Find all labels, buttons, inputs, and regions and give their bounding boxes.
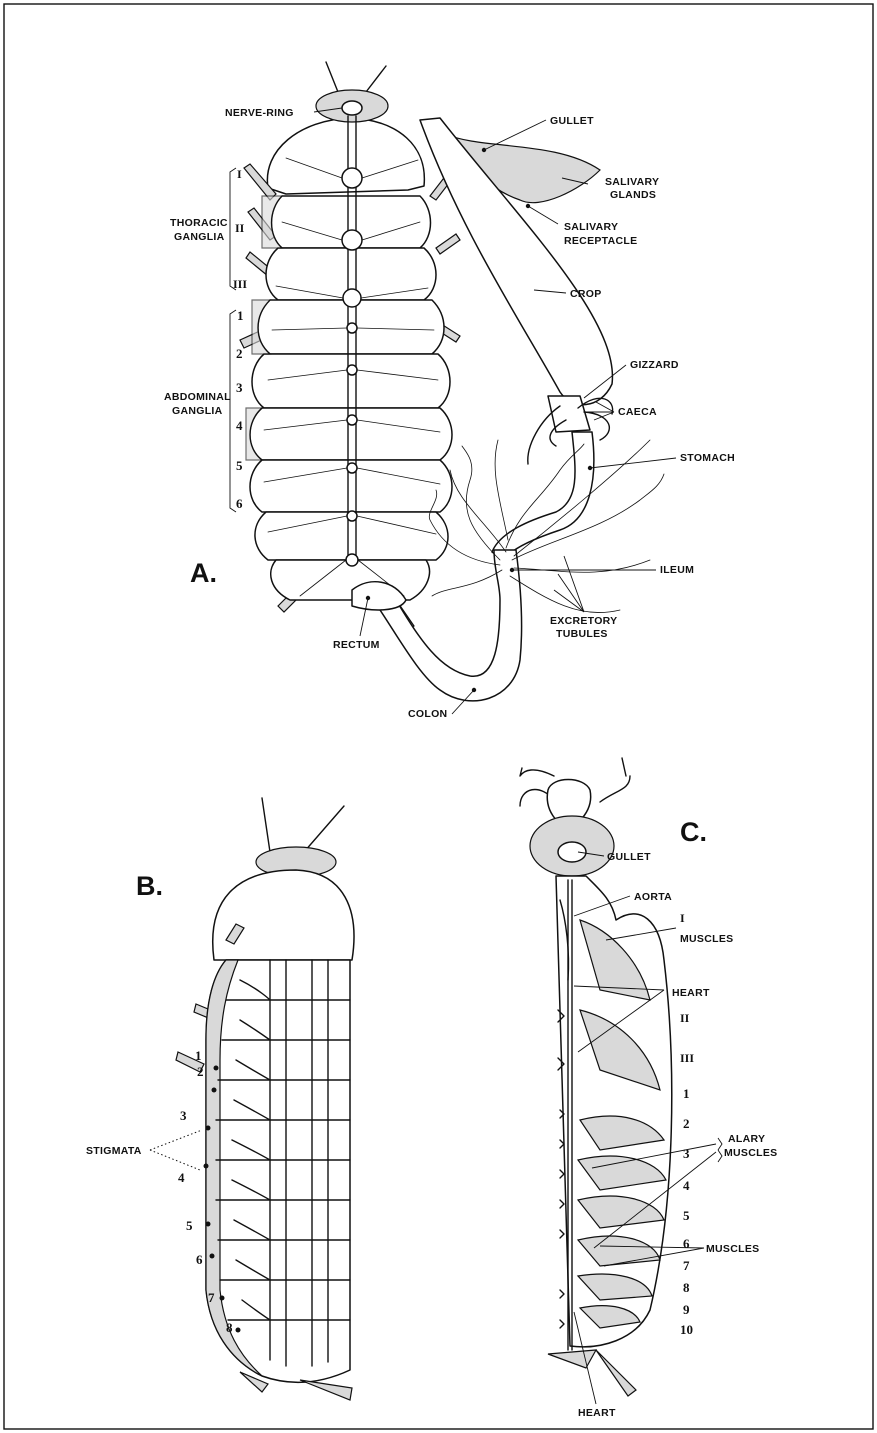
stigma-number-3: 3 xyxy=(180,1108,187,1123)
label-heart-bottom: HEART xyxy=(578,1407,616,1419)
stigma-number-7: 7 xyxy=(208,1290,215,1305)
stigma-number-2: 2 xyxy=(197,1064,204,1079)
segment-c-10: 10 xyxy=(680,1322,693,1337)
segment-c-4: 4 xyxy=(683,1178,690,1193)
label-salivary-receptacle-2: RECEPTACLE xyxy=(564,235,637,247)
segment-c-5: 5 xyxy=(683,1208,690,1223)
label-aorta: AORTA xyxy=(634,891,672,903)
segment-c-8: 8 xyxy=(683,1280,690,1295)
abdominal-number-3: 3 xyxy=(236,380,243,395)
label-salivary-glands-2: GLANDS xyxy=(610,189,656,201)
stigmata-leaders xyxy=(150,1130,202,1170)
label-muscles-upper: MUSCLES xyxy=(680,933,733,945)
label-salivary-receptacle-1: SALIVARY xyxy=(564,221,618,233)
abdominal-number-6: 6 xyxy=(236,496,243,511)
abdominal-number-1: 1 xyxy=(237,308,244,323)
label-abdominal-ganglia-1: ABDOMINAL xyxy=(164,391,231,403)
figure-a: NERVE-RING GULLET SALIVARY GLANDS SALIVA… xyxy=(164,62,735,720)
segment-c-6: 6 xyxy=(683,1236,690,1251)
label-thoracic-ganglia-1: THORACIC xyxy=(170,217,228,229)
figure-a-letter: A. xyxy=(190,558,217,588)
segment-c-9: 9 xyxy=(683,1302,690,1317)
thoracic-numeral-2: II xyxy=(235,221,245,235)
antenna-right-a xyxy=(366,66,386,92)
figure-c: GULLET AORTA I MUSCLES HEART II III 1 2 … xyxy=(520,758,777,1419)
label-abdominal-ganglia-2: GANGLIA xyxy=(172,405,223,417)
cercus-c-right xyxy=(596,1350,636,1396)
label-crop: CROP xyxy=(570,288,602,300)
body-segments-a xyxy=(246,196,452,600)
label-excretory-tubules-1: EXCRETORY xyxy=(550,615,617,627)
leg-a-6 xyxy=(436,234,460,254)
figure-c-letter: C. xyxy=(680,817,707,847)
cercus-c-left xyxy=(548,1350,596,1368)
label-gizzard: GIZZARD xyxy=(630,359,679,371)
thoracic-numeral-1: I xyxy=(237,167,242,181)
stomach-shape xyxy=(492,432,594,560)
segment-c-1: 1 xyxy=(683,1086,690,1101)
stigma-number-6: 6 xyxy=(196,1252,203,1267)
stigma-number-5: 5 xyxy=(186,1218,193,1233)
segment-c-7: 7 xyxy=(683,1258,690,1273)
thoracic-numeral-3: III xyxy=(233,277,247,291)
figure-b: STIGMATA 1 2 3 4 5 6 7 8 B. xyxy=(86,798,354,1400)
gullet-shape-c xyxy=(558,842,586,862)
label-colon: COLON xyxy=(408,708,447,720)
label-alary-muscles-2: MUSCLES xyxy=(724,1147,777,1159)
segment-c-2: 2 xyxy=(683,1116,690,1131)
stigma-number-4: 4 xyxy=(178,1170,185,1185)
abdominal-number-2: 2 xyxy=(236,346,243,361)
label-caeca: CAECA xyxy=(618,406,657,418)
antenna-right-b xyxy=(304,806,344,852)
pronotum-b xyxy=(213,870,354,960)
abdominal-number-5: 5 xyxy=(236,458,243,473)
segment-c-3: 3 xyxy=(683,1146,690,1161)
label-alary-muscles-1: ALARY xyxy=(728,1133,765,1145)
label-ileum: ILEUM xyxy=(660,564,694,576)
label-excretory-tubules-2: TUBULES xyxy=(556,628,608,640)
antenna-left-b xyxy=(262,798,270,852)
label-nerve-ring: NERVE-RING xyxy=(225,107,294,119)
abdominal-brace xyxy=(230,310,236,512)
abdominal-number-4: 4 xyxy=(236,418,243,433)
antenna-left-a xyxy=(326,62,338,92)
stigma-number-1: 1 xyxy=(195,1048,202,1063)
roman-c-1: I xyxy=(680,911,685,925)
label-muscles-lower: MUSCLES xyxy=(706,1243,759,1255)
nerve-ring-shape xyxy=(342,101,362,115)
label-gullet-c: GULLET xyxy=(607,851,651,863)
label-thoracic-ganglia-2: GANGLIA xyxy=(174,231,225,243)
label-stigmata: STIGMATA xyxy=(86,1145,142,1157)
label-salivary-glands-1: SALIVARY xyxy=(605,176,659,188)
label-gullet-a: GULLET xyxy=(550,115,594,127)
stigma-number-8: 8 xyxy=(226,1320,233,1335)
figure-b-letter: B. xyxy=(136,871,163,901)
roman-c-3: III xyxy=(680,1051,694,1065)
cercus-b-right xyxy=(300,1380,352,1400)
roman-c-2: II xyxy=(680,1011,690,1025)
label-stomach: STOMACH xyxy=(680,452,735,464)
label-heart-top: HEART xyxy=(672,987,710,999)
label-rectum: RECTUM xyxy=(333,639,380,651)
